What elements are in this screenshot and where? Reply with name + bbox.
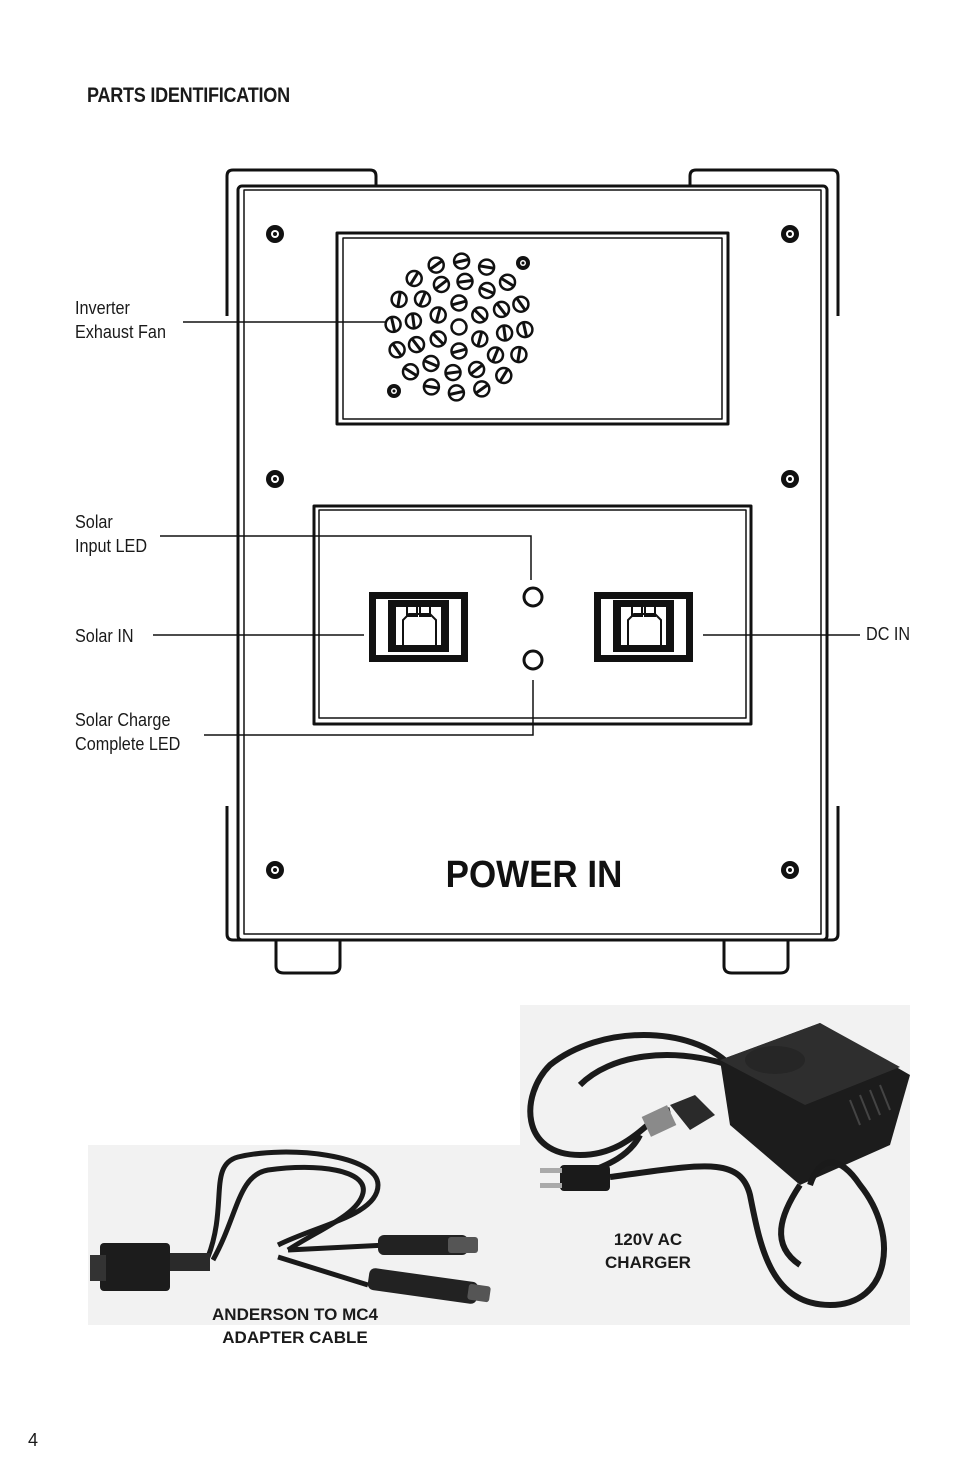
dc-in-connector-icon [594, 592, 693, 662]
right-top-handle [688, 168, 840, 316]
right-foot [722, 940, 790, 975]
fan-blade [424, 384, 439, 390]
fan-blade [473, 309, 486, 321]
fan-blade [515, 297, 527, 311]
fan-blade [496, 302, 507, 316]
left-bottom-handle [225, 806, 245, 942]
adapter-cable-caption: ANDERSON TO MC4 ADAPTER CABLE [200, 1303, 390, 1349]
fan-blade [516, 347, 522, 362]
charge-led-leader-line [204, 680, 534, 736]
charge-complete-led-icon [522, 649, 544, 671]
screw-icon [781, 470, 799, 488]
solar-in-callout: Solar IN [75, 626, 134, 646]
unit-body [236, 184, 829, 942]
fan-blade [423, 359, 439, 368]
charge-led-callout-line2: Complete LED [75, 734, 181, 754]
fan-blade [475, 383, 489, 395]
page-number: 4 [28, 1430, 39, 1450]
fan-blade [454, 258, 469, 265]
solar-in-connector-icon [369, 592, 468, 662]
power-unit-diagram: POWER IN [153, 168, 860, 975]
charger-caption: 120V AC CHARGER [598, 1228, 698, 1274]
screw-icon [266, 861, 284, 879]
fan-blade [479, 286, 495, 295]
fan-blade [451, 299, 467, 307]
fan-blade [445, 370, 461, 375]
fan-blade [470, 364, 484, 375]
screws [266, 225, 799, 879]
fan-blade [491, 347, 500, 363]
solar-input-led-icon [522, 586, 544, 608]
charger-caption-line2: CHARGER [605, 1253, 691, 1272]
adapter-cable-caption-line2: ADAPTER CABLE [222, 1328, 368, 1347]
fan-blade [432, 333, 445, 345]
fan-blade [411, 338, 422, 352]
charger-caption-line1: 120V AC [613, 1230, 683, 1249]
fan-blade [411, 313, 416, 329]
charge-led-callout: Solar Charge Complete LED [75, 708, 180, 756]
fan-blade [390, 317, 397, 332]
fan-blade [434, 279, 448, 290]
fan-callout-line2: Exhaust Fan [75, 322, 166, 342]
fan-callout: Inverter Exhaust Fan [75, 296, 166, 344]
fan-blade [429, 259, 443, 271]
fan-blade [476, 331, 484, 347]
screw-icon [781, 861, 799, 879]
section-heading: PARTS IDENTIFICATION [87, 84, 290, 107]
fan-blade [457, 279, 473, 284]
solar-led-callout-line2: Input LED [75, 536, 148, 556]
adapter-cable-photo [88, 1145, 528, 1325]
fan-blade [479, 264, 494, 270]
solar-led-leader-line [160, 535, 532, 580]
fan-blade [498, 368, 509, 383]
power-in-label: POWER IN [446, 853, 623, 896]
right-bottom-handle [820, 806, 840, 942]
fan-hole [450, 318, 468, 336]
fan-grille-icon [384, 252, 534, 402]
fan-blade [391, 343, 403, 357]
left-foot [274, 940, 342, 975]
adapter-cable-caption-line1: ANDERSON TO MC4 [212, 1305, 378, 1324]
fan-blade [396, 292, 402, 307]
charger-photo [520, 1005, 910, 1325]
fan-blade [403, 366, 418, 377]
fan-blade [449, 389, 464, 396]
solar-led-callout-line1: Solar [75, 512, 113, 532]
fan-blade [521, 322, 528, 337]
fan-blade [502, 325, 507, 341]
fan-blade [418, 291, 427, 307]
screw-icon [516, 256, 530, 270]
fan-blade [434, 307, 442, 323]
screw-icon [266, 225, 284, 243]
charge-led-callout-line1: Solar Charge [75, 710, 171, 730]
fan-blade [409, 271, 420, 286]
fan-callout-line1: Inverter [75, 298, 130, 318]
fan-blade [500, 277, 515, 288]
screw-icon [266, 470, 284, 488]
fan-panel [335, 231, 730, 426]
fan-blade [451, 347, 467, 355]
screw-icon [387, 384, 401, 398]
screw-icon [781, 225, 799, 243]
solar-led-callout: Solar Input LED [75, 510, 147, 558]
dc-in-callout: DC IN [866, 624, 911, 644]
left-top-handle [225, 168, 378, 316]
